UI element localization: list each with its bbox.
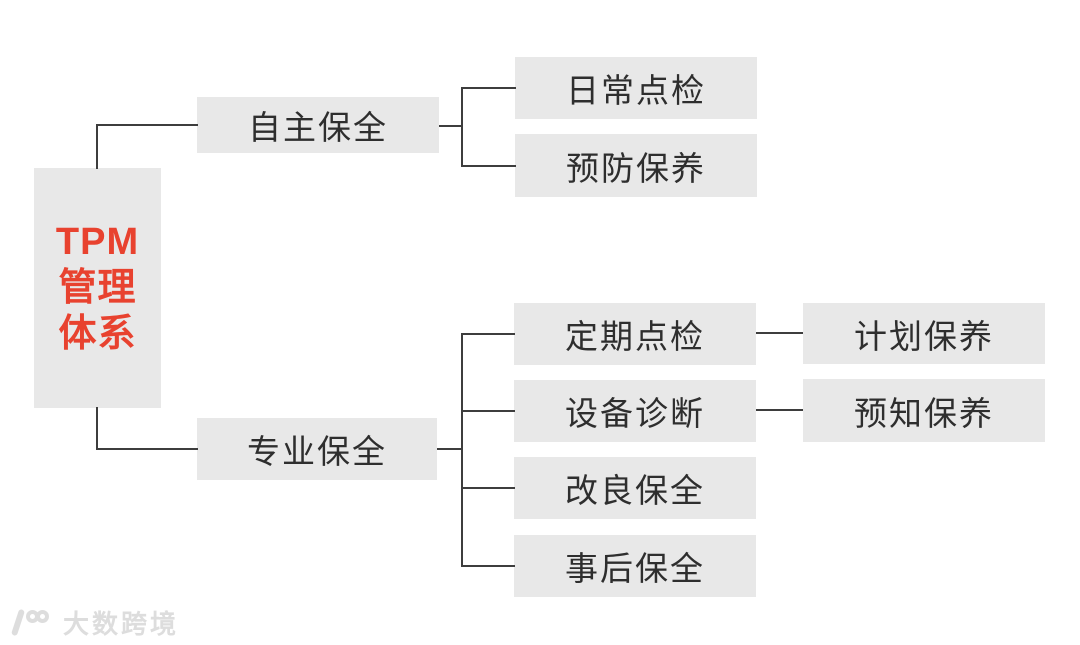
connector-autonomous-spine (461, 87, 463, 167)
watermark: 大数跨境 (10, 604, 180, 640)
node-equipment-diagnosis: 设备诊断 (514, 380, 756, 442)
connector-to-preventive-maintenance (461, 165, 516, 167)
node-label: 预知保养 (854, 394, 994, 432)
node-daily-inspection: 日常点检 (515, 57, 757, 119)
logo-one-stroke (10, 608, 26, 637)
node-label: 预防保养 (566, 149, 706, 187)
node-predictive-maintenance: 预知保养 (803, 379, 1045, 442)
node-periodic-inspection: 定期点检 (514, 303, 756, 365)
root-line-1: TPM (55, 221, 140, 263)
node-label: 日常点检 (566, 72, 706, 109)
node-breakdown-maintenance: 事后保全 (514, 535, 756, 597)
root-line-2: 管理 (58, 267, 137, 309)
connector-to-corrective-maintenance (461, 487, 515, 489)
node-label: 设备诊断 (565, 395, 705, 432)
node-professional-maintenance: 专业保全 (197, 418, 437, 480)
node-corrective-maintenance: 改良保全 (514, 457, 756, 519)
connector-to-periodic-inspection (461, 333, 515, 335)
logo-zero-circle (36, 610, 49, 623)
root-node-tpm: TPM 管理 体系 (34, 168, 161, 408)
connector-root-to-autonomous-vertical (96, 124, 98, 169)
connector-professional-stub (437, 448, 462, 450)
node-planned-maintenance: 计划保养 (803, 303, 1045, 364)
node-label: 自主保全 (248, 109, 388, 146)
connector-to-equipment-diagnosis (461, 410, 515, 412)
connector-root-to-professional-vertical (96, 407, 98, 449)
connector-root-to-professional-horizontal (96, 448, 198, 450)
connector-to-daily-inspection (461, 87, 516, 89)
node-label: 计划保养 (854, 317, 994, 355)
node-label: 定期点检 (565, 318, 705, 355)
watermark-logo-100-icon (10, 607, 54, 637)
connector-diagnosis-to-predictive (756, 409, 803, 411)
connector-to-breakdown-maintenance (461, 565, 515, 567)
node-label: 专业保全 (247, 433, 387, 470)
node-label: 改良保全 (565, 472, 705, 509)
connector-periodic-to-planned (756, 332, 803, 334)
node-autonomous-maintenance: 自主保全 (197, 97, 439, 153)
connector-professional-spine (461, 333, 463, 567)
root-line-3: 体系 (58, 313, 137, 355)
connector-root-to-autonomous-horizontal (96, 124, 198, 126)
connector-autonomous-stub (439, 125, 462, 127)
node-label: 事后保全 (565, 550, 705, 587)
watermark-text: 大数跨境 (63, 608, 180, 639)
node-preventive-maintenance: 预防保养 (515, 134, 757, 197)
